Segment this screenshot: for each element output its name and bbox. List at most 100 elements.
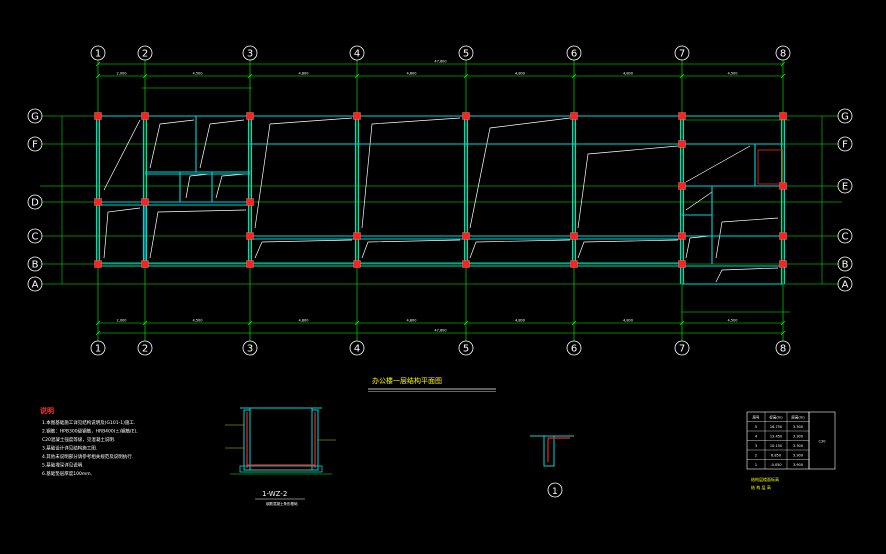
column-18 xyxy=(678,232,686,240)
table-caption-2: 结 构 层 高 xyxy=(751,484,771,490)
axis-bubble-left-G-label: G xyxy=(31,112,39,123)
table-cell-3-2: 3.300 xyxy=(793,444,803,448)
axis-bubble-top-4-circle xyxy=(349,45,365,61)
dim-tick-top-6 xyxy=(679,73,685,79)
column-15 xyxy=(570,232,578,240)
axis-bubble-top-8-circle xyxy=(775,45,791,61)
column-3 xyxy=(141,260,149,268)
dim-tick-top-2 xyxy=(247,73,253,79)
column-4 xyxy=(246,112,254,120)
dim-text-top-6: 4,500 xyxy=(727,72,737,76)
dim-text-top-5: 4,800 xyxy=(623,72,633,76)
dim-text-bottom-2: 4,800 xyxy=(298,319,308,323)
slab-diag-12 xyxy=(103,207,141,259)
axis-bubble-bottom-5-label: 5 xyxy=(463,344,469,355)
dim-text-bottom-5: 4,800 xyxy=(623,319,633,323)
section-footing xyxy=(239,465,323,473)
slab-diag-3 xyxy=(199,119,245,169)
dim-text-bottom-0: 2,000 xyxy=(116,319,126,323)
column-2 xyxy=(141,112,149,120)
dim-tick-bottom-6 xyxy=(679,320,685,326)
axis-bubble-bottom-7-label: 7 xyxy=(679,344,685,355)
slab-diag-11 xyxy=(577,239,679,259)
axis-bubble-top-3-circle xyxy=(242,45,258,61)
axis-bubble-top-5-circle xyxy=(458,45,474,61)
dim-tick-bottom-7 xyxy=(780,320,786,326)
axis-bubble-bottom-8-circle xyxy=(775,340,791,356)
note-line-2: C20混凝土强度等级，见混凝土说明. xyxy=(42,436,115,443)
slab-diag-17 xyxy=(715,217,779,259)
dim-tick-top-0 xyxy=(95,73,101,79)
axis-bubble-top-6-circle xyxy=(566,45,582,61)
note-line-0: 1.本图基础施工详见结构说明及(G101-1)施工. xyxy=(42,419,135,426)
slab-diag-1 xyxy=(103,119,141,191)
slab-diag-18 xyxy=(685,191,713,211)
drawing-title: 办公楼一层结构平面图 xyxy=(372,376,442,385)
dim-text-top-0: 2,000 xyxy=(116,72,126,76)
slab-diag-14 xyxy=(185,173,211,199)
dim-tick-bottom-4 xyxy=(463,320,469,326)
table-cell-0-2: 层高(m) xyxy=(791,415,805,420)
axis-bubble-top-5-label: 5 xyxy=(463,49,469,60)
axis-bubble-top-2-circle xyxy=(137,45,153,61)
axis-bubble-top-7-label: 7 xyxy=(679,49,685,60)
dim-text-bottom-1: 4,500 xyxy=(192,319,202,323)
axis-bubble-right-B-circle xyxy=(837,256,853,272)
slab-diag-4 xyxy=(254,117,353,229)
axis-bubble-top-8-label: 8 xyxy=(780,49,786,60)
axis-bubble-right-F-circle xyxy=(837,136,853,152)
axis-bubble-left-C-label: C xyxy=(32,232,39,243)
axis-bubble-right-A-label: A xyxy=(842,280,849,291)
column-24 xyxy=(779,232,787,240)
column-12 xyxy=(462,232,470,240)
table-cell-4-2: 3.300 xyxy=(793,454,803,458)
dim-tick-bottom-total-end xyxy=(780,330,786,336)
slab-diag-7 xyxy=(577,145,679,229)
axis-bubble-bottom-2-label: 2 xyxy=(142,344,148,355)
axis-bubble-top-2-label: 2 xyxy=(142,49,148,60)
dim-text-bottom-3: 4,800 xyxy=(406,319,416,323)
dim-tick-bottom-2 xyxy=(247,320,253,326)
detail-1: 1 xyxy=(530,435,574,498)
dim-tick-bottom-total-start xyxy=(95,330,101,336)
dim-text-bottom-4: 4,800 xyxy=(515,319,525,323)
table-side-label: C30 xyxy=(819,440,826,444)
axis-bubble-top-3-label: 3 xyxy=(247,49,253,60)
axis-bubble-bottom-3-circle xyxy=(242,340,258,356)
slab-diag-15 xyxy=(215,173,247,199)
note-line-3: 3.基础设计详见结构施工图. xyxy=(42,445,97,452)
table-cell-5-2: 3.900 xyxy=(793,463,803,467)
column-5 xyxy=(246,260,254,268)
axis-bubble-top-7-circle xyxy=(674,45,690,61)
table-caption-1: 结构层楼面标高 xyxy=(751,476,779,482)
table-cell-1-1: 16.750 xyxy=(770,425,782,429)
column-27 xyxy=(779,112,787,120)
axis-bubble-left-C-circle xyxy=(27,228,43,244)
axis-bubble-left-D-label: D xyxy=(31,198,39,209)
dim-text-top-4: 4,800 xyxy=(515,72,525,76)
axis-bubble-right-C-circle xyxy=(837,228,853,244)
slab-diag-16 xyxy=(685,145,751,183)
slab-diag-5 xyxy=(361,117,461,229)
notes-block: 说明 1.本图基础施工详见结构说明及(G101-1)施工.2.钢筋：HPB300… xyxy=(40,406,138,477)
axis-bubble-left-A-label: A xyxy=(32,280,39,291)
slab-diag-8 xyxy=(254,239,353,259)
detail-marker-label: 1 xyxy=(552,487,558,497)
column-13 xyxy=(570,112,578,120)
table-cell-4-0: 2 xyxy=(755,454,757,458)
dim-tick-bottom-0 xyxy=(95,320,101,326)
foundation-section-detail: 1-WZ-2 钢筋混凝土条形基础 xyxy=(225,407,336,506)
beam-lines xyxy=(95,115,786,285)
column-11 xyxy=(462,260,470,268)
column-25 xyxy=(779,260,787,268)
axis-bubble-top-6-label: 6 xyxy=(571,49,577,60)
dim-tick-bottom-1 xyxy=(142,320,148,326)
axis-bubble-bottom-5-circle xyxy=(458,340,474,356)
detail-marker-circle xyxy=(547,482,563,498)
dim-tick-top-7 xyxy=(780,73,786,79)
dim-tick-top-total-start xyxy=(95,61,101,67)
